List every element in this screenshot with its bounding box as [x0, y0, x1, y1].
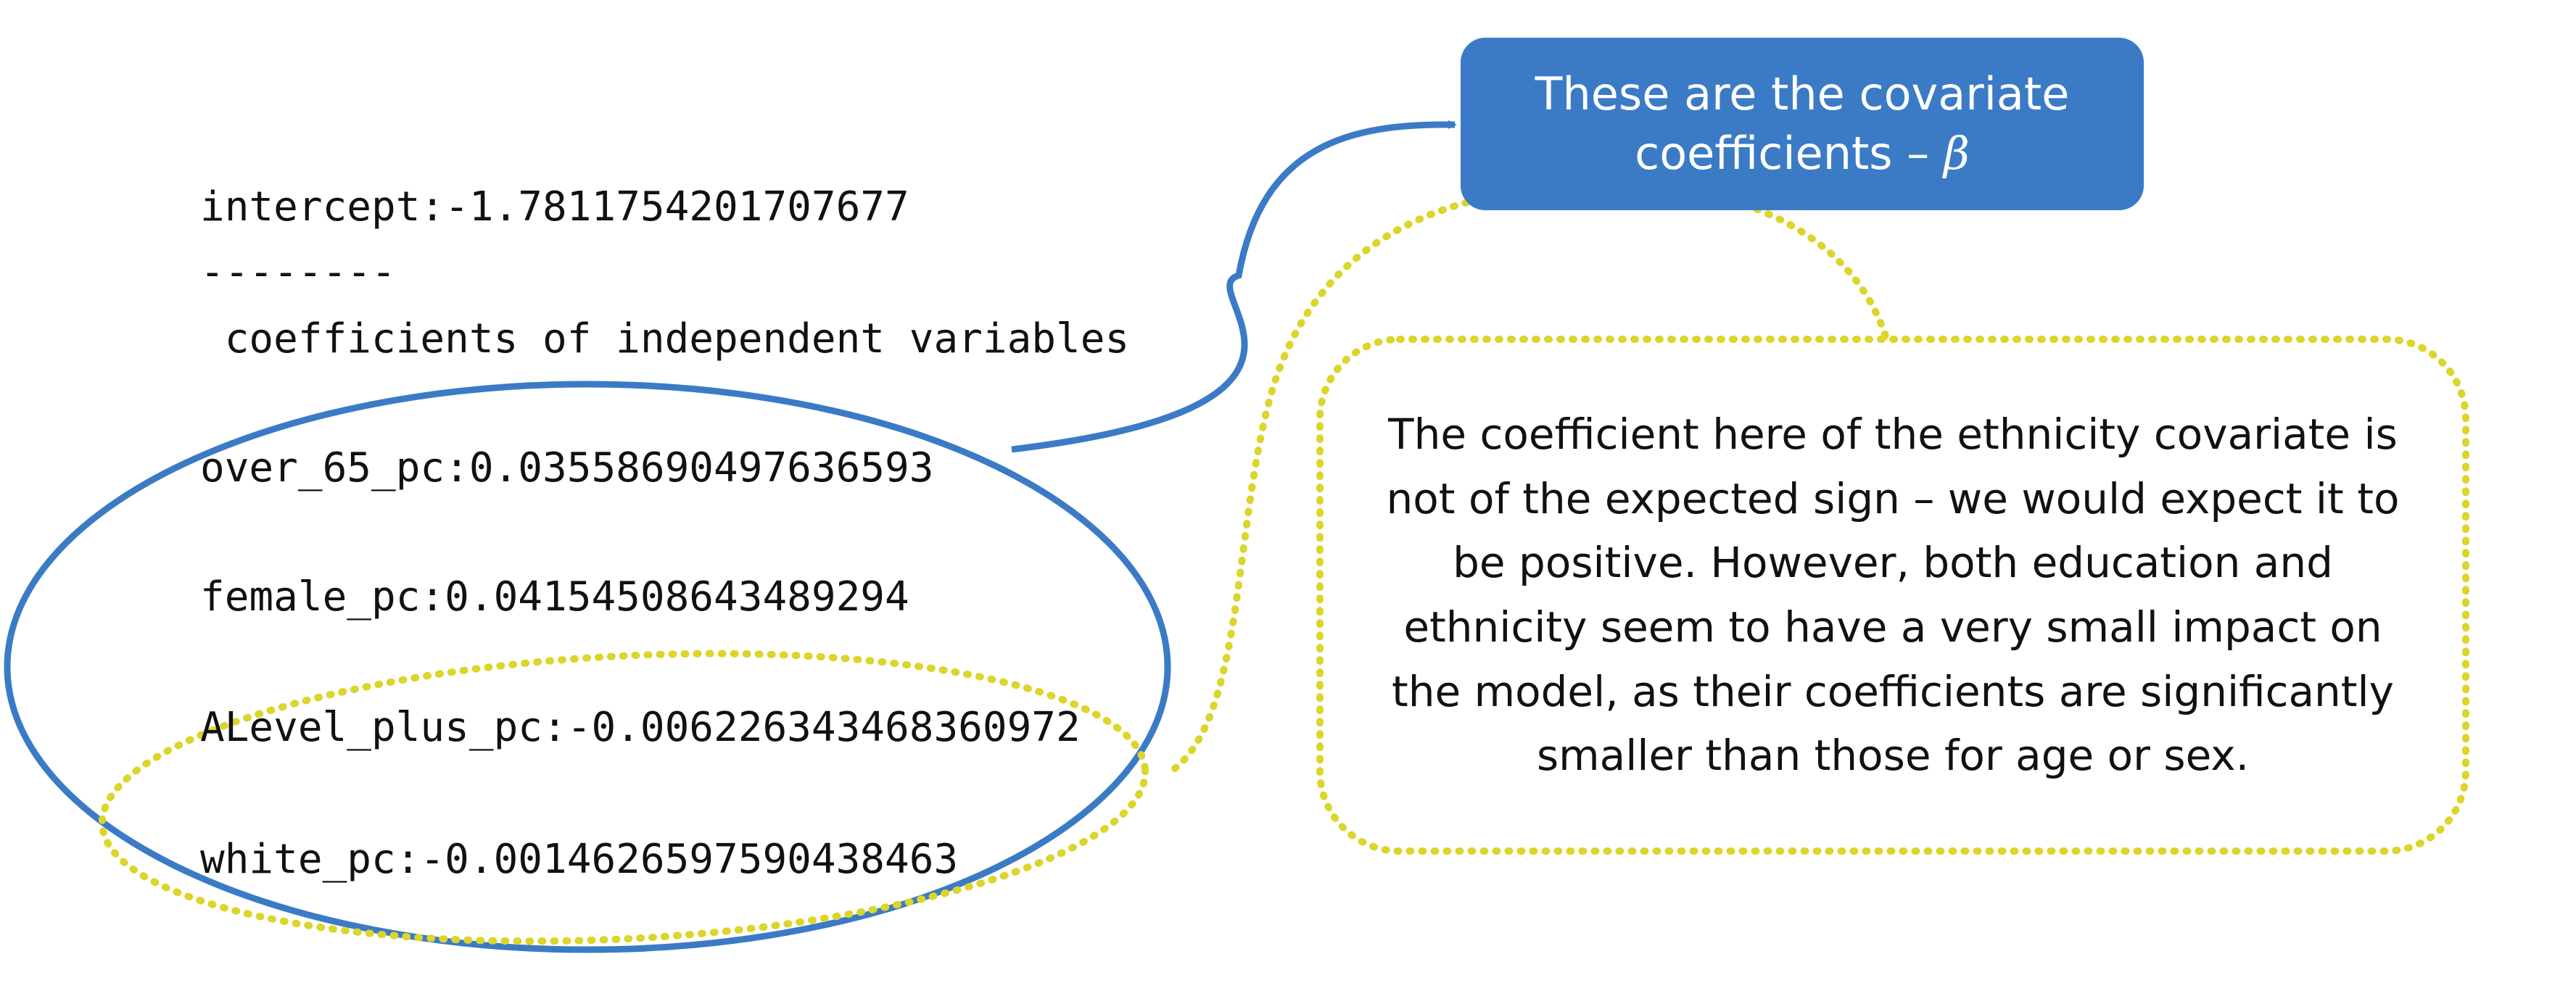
coefficients-blue-ellipse: [4, 381, 1171, 953]
beta-symbol: β: [1944, 127, 1970, 180]
ethnicity-education-yellow-ellipse: [98, 650, 1149, 945]
coefficient-female: female_pc:0.04154508643489294: [200, 573, 909, 621]
note-text: The coefficient here of the ethnicity co…: [1386, 409, 2400, 781]
coefficients-heading: coefficients of independent variables: [200, 315, 1130, 362]
ethnicity-note-callout: The coefficient here of the ethnicity co…: [1320, 339, 2466, 851]
separator-line: --------: [200, 249, 396, 296]
note-box-border: [1316, 336, 2469, 855]
coefficient-over-65: over_65_pc:0.03558690497636593: [200, 444, 934, 492]
yellow-connector-arrow: [1171, 181, 1889, 772]
intercept-line: intercept:-1.7811754201707677: [200, 183, 909, 231]
covariate-callout-line2: coefficients – β: [1535, 124, 2070, 183]
covariate-coefficients-callout: These are the covariate coefficients – β: [1461, 38, 2144, 210]
blue-connector-arrow: [1011, 120, 1457, 453]
coefficient-white: white_pc:-0.0014626597590438463: [200, 836, 959, 883]
coefficient-alevel-plus: ALevel_plus_pc:-0.006226343468360972: [200, 704, 1081, 751]
covariate-callout-line2-text: coefficients –: [1635, 127, 1944, 180]
covariate-callout-line1: These are the covariate: [1535, 67, 2070, 121]
